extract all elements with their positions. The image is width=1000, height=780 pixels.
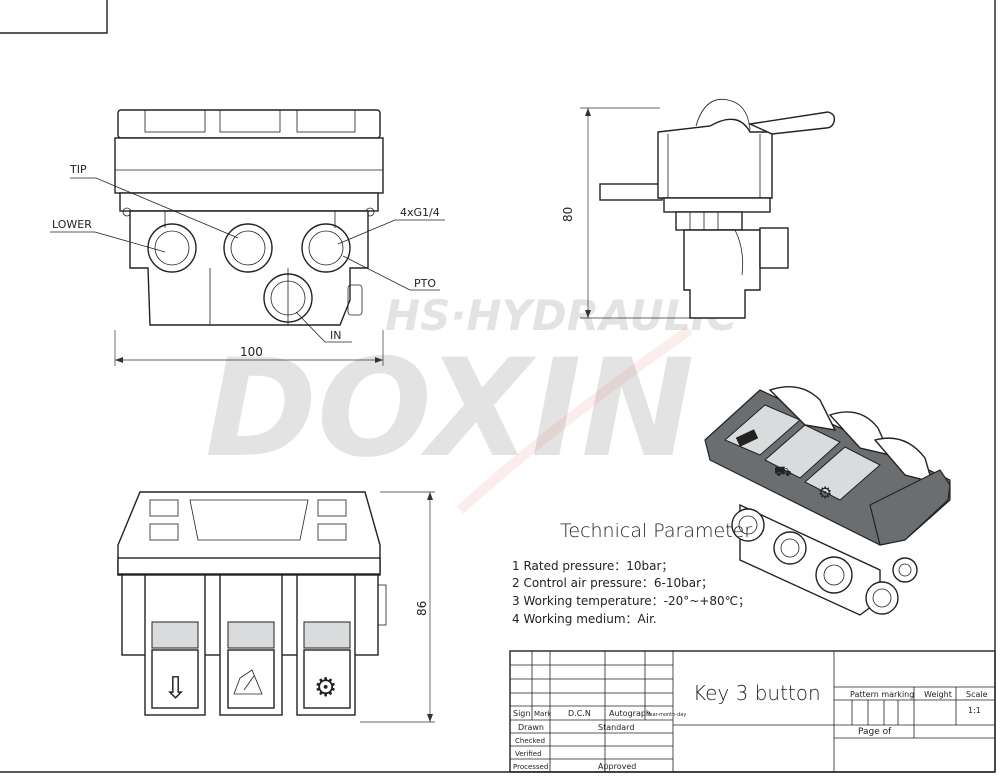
side-view: 80 bbox=[561, 98, 836, 319]
product-name: Key 3 button bbox=[693, 681, 821, 705]
dim-height-86: 86 bbox=[415, 601, 429, 616]
side-cap bbox=[657, 118, 773, 199]
port-in bbox=[263, 273, 313, 323]
label-weight: Weight bbox=[924, 690, 952, 699]
tech-item-3: 3 Working temperature：-20°~+80℃； bbox=[512, 594, 750, 608]
label-approved: Approved bbox=[598, 762, 636, 771]
dim-height-80: 80 bbox=[561, 207, 575, 222]
front-top-slot-2 bbox=[219, 109, 281, 133]
label-standard: Standard bbox=[598, 723, 634, 732]
iso-tipper-icon: ⛟ bbox=[774, 464, 792, 480]
label-lower: LOWER bbox=[52, 218, 92, 231]
down-arrow-icon: ⇩ bbox=[163, 671, 188, 706]
role-drawn: Drawn bbox=[518, 723, 544, 732]
port-pto bbox=[301, 223, 351, 273]
hdr-yearmonth: Year-month-day bbox=[646, 712, 686, 718]
button-lower bbox=[151, 649, 199, 709]
side-handle bbox=[747, 111, 836, 135]
role-checked: Checked bbox=[515, 737, 545, 745]
front-top-rim bbox=[117, 109, 381, 139]
label-scale: Scale bbox=[966, 690, 988, 699]
front-top-slot-3 bbox=[296, 109, 356, 133]
label-page-of: Page of bbox=[858, 727, 892, 737]
button-tip bbox=[227, 649, 275, 709]
tech-item-4: 4 Working medium：Air. bbox=[512, 612, 657, 626]
hdr-mark: Mark bbox=[534, 710, 552, 718]
bottom-top-plate bbox=[117, 491, 381, 576]
tech-title: Technical Parameter bbox=[560, 520, 752, 542]
hdr-dcn: D.C.N bbox=[568, 709, 591, 718]
front-view: TIP LOWER 4xG1/4 PTO IN 100 bbox=[50, 109, 445, 366]
front-main-body bbox=[114, 137, 384, 194]
technical-parameters: Technical Parameter 1 Rated pressure：10b… bbox=[512, 520, 752, 626]
dim-width-100: 100 bbox=[240, 345, 263, 359]
isometric-view: ⛟ ⚙ bbox=[704, 386, 951, 616]
side-lever-tab bbox=[599, 183, 663, 201]
watermark-swoosh bbox=[456, 325, 693, 514]
scale-value: 1:1 bbox=[968, 706, 981, 715]
title-block: Sign Mark D.C.N Autograph Year-month-day… bbox=[509, 650, 996, 773]
front-top-slot-1 bbox=[144, 109, 206, 133]
side-manifold bbox=[683, 229, 761, 319]
gear-icon: ⚙ bbox=[314, 673, 337, 703]
front-base-plate bbox=[119, 192, 379, 212]
label-in: IN bbox=[330, 329, 341, 342]
tech-item-2: 2 Control air pressure：6-10bar； bbox=[512, 576, 713, 590]
port-tip bbox=[223, 223, 273, 273]
tipper-icon bbox=[233, 669, 263, 695]
button-pto bbox=[303, 649, 351, 709]
iso-down-arrow-icon bbox=[735, 429, 759, 447]
drawing-number-box bbox=[0, 0, 108, 34]
role-verified: Verified bbox=[515, 750, 542, 758]
role-processed: Processed bbox=[513, 763, 548, 771]
port-lower bbox=[147, 223, 197, 273]
bottom-view: ⇩ ⚙ 86 bbox=[117, 491, 435, 723]
watermark-line2: DOXIN bbox=[205, 330, 694, 487]
iso-gear-icon: ⚙ bbox=[818, 483, 832, 502]
label-tip: TIP bbox=[69, 163, 87, 176]
label-pattern-marking: Pattern marking bbox=[850, 690, 914, 699]
hdr-sign: Sign bbox=[513, 709, 530, 718]
label-ports: 4xG1/4 bbox=[400, 206, 440, 219]
label-pto: PTO bbox=[414, 277, 436, 290]
watermark: HS·HYDRAULIC DOXIN bbox=[205, 291, 737, 487]
tech-item-1: 1 Rated pressure：10bar； bbox=[512, 559, 673, 573]
hdr-autograph: Autograph bbox=[609, 709, 651, 718]
front-manifold bbox=[129, 210, 369, 326]
watermark-line1: HS·HYDRAULIC bbox=[385, 291, 737, 340]
